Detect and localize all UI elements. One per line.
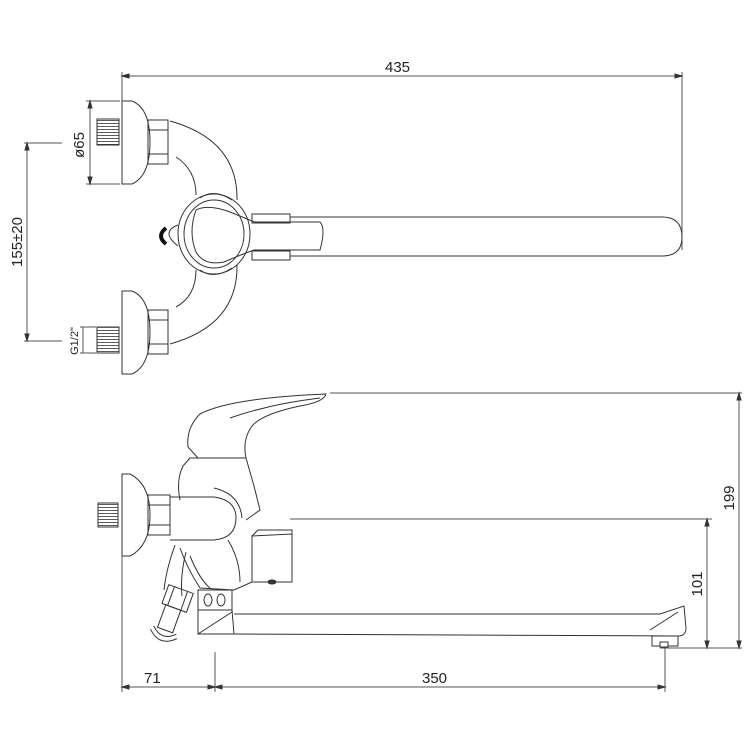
top-view [24, 72, 684, 375]
dim-spout-height: 101 [689, 571, 706, 596]
dim-overall-length: 435 [385, 59, 410, 76]
dim-spout-length: 350 [422, 670, 447, 687]
side-view [97, 391, 742, 692]
dim-wall-offset: 71 [144, 670, 161, 687]
dim-thread: G1/2" [69, 327, 81, 355]
dim-inlet-spacing: 155±20 [9, 217, 26, 267]
dim-total-height: 199 [721, 485, 738, 510]
dim-flange-diameter: ø65 [71, 132, 88, 158]
